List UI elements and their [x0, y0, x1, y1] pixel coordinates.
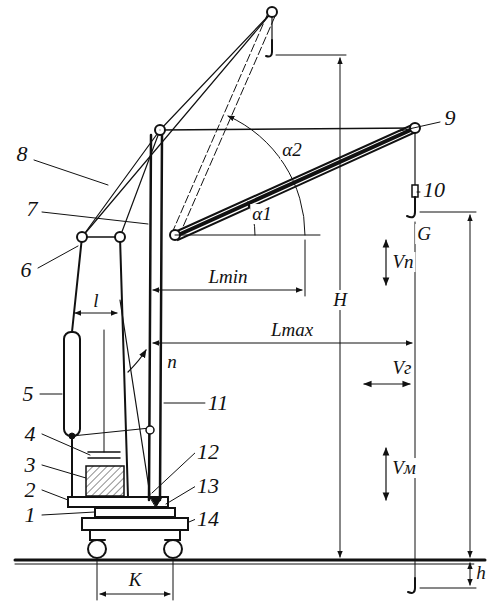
callout-number: 8: [15, 142, 30, 165]
callout-number: 14: [195, 507, 221, 530]
dimension-label: α1: [250, 204, 273, 224]
dimension-label: H: [331, 290, 349, 310]
callout-number: 9: [443, 106, 458, 129]
dimension-label: Vм: [390, 458, 418, 478]
callout-number: 12: [195, 440, 221, 463]
callout-number: 11: [206, 391, 230, 414]
dimension-label: l: [91, 291, 100, 311]
callout-number: 6: [19, 258, 34, 281]
dimension-label: G: [415, 224, 433, 244]
callout-number: 10: [421, 178, 447, 201]
dimension-label: K: [127, 570, 144, 590]
callout-number: 2: [23, 478, 38, 501]
callout-number: 13: [195, 474, 221, 497]
callout-number: 4: [23, 422, 38, 445]
dimension-label: α2: [280, 140, 303, 160]
callout-number: 7: [25, 197, 40, 220]
dimension-label: Lmin: [206, 267, 249, 287]
callout-number: 1: [23, 503, 38, 526]
callout-number: 3: [23, 453, 38, 476]
dimension-label: n: [165, 352, 179, 372]
dimension-label: h: [474, 563, 488, 583]
dimension-label: Vг: [390, 358, 413, 378]
callout-number: 5: [21, 382, 36, 405]
dimension-label: Lmax: [269, 320, 315, 340]
dimension-label: Vп: [390, 252, 415, 272]
